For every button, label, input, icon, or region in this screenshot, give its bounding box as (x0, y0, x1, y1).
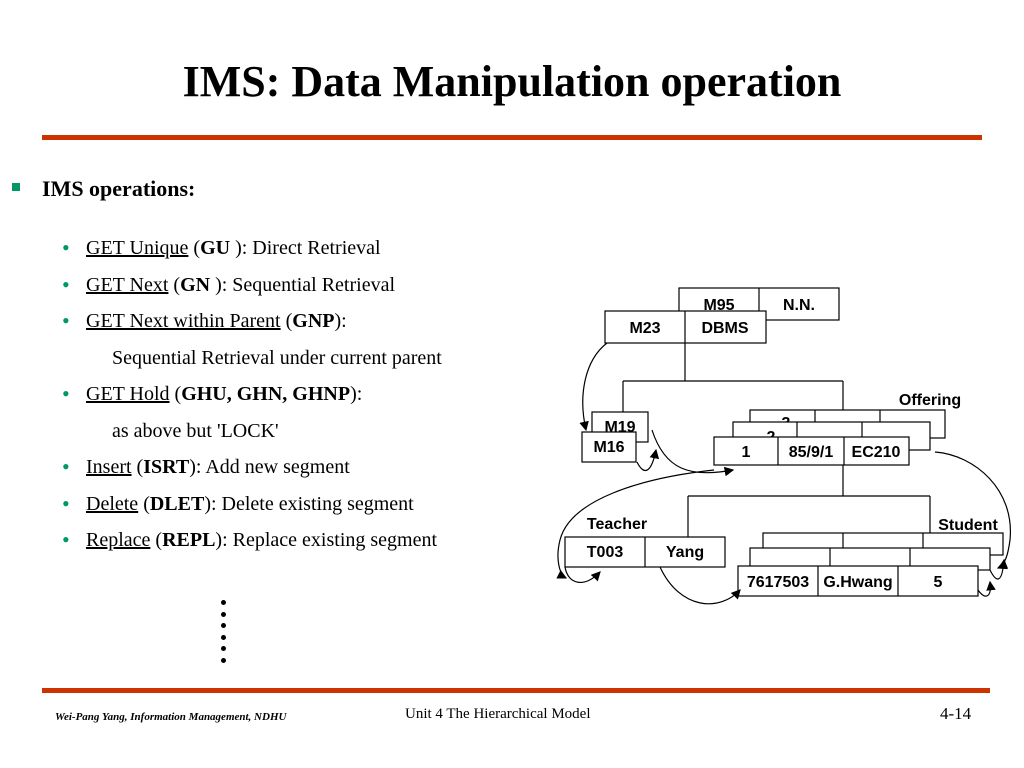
operation-desc: ): Delete existing segment (204, 492, 414, 515)
paren-open: ( (150, 529, 163, 551)
operation-code: REPL (162, 529, 216, 551)
list-item: • GET Next within Parent (GNP): (62, 303, 442, 340)
offering-date: 85/9/1 (789, 444, 834, 461)
operation-desc: ): (350, 383, 363, 405)
paren-open: ( (138, 492, 150, 515)
paren-open: ( (188, 237, 201, 259)
course-back-code: M95 (703, 297, 734, 314)
student-name: G.Hwang (823, 574, 892, 591)
operation-code: DLET (149, 492, 205, 515)
traversal-arrow (636, 448, 660, 472)
offering-number: 1 (742, 444, 751, 461)
operation-name: GET Next (86, 273, 169, 296)
course-front-code: M23 (629, 320, 660, 337)
student-id: 7617503 (747, 574, 809, 591)
offering-record-1 (713, 436, 910, 466)
footer-author: Wei-Pang Yang, Information Management, N… (55, 711, 287, 723)
offering-label: Offering (899, 392, 961, 409)
operation-code: ISRT (143, 456, 190, 478)
bullet-icon: • (62, 527, 70, 552)
operation-name: GET Hold (86, 383, 170, 405)
operation-name: Insert (86, 456, 132, 478)
footer-divider (42, 688, 990, 693)
footer-unit: Unit 4 The Hierarchical Model (405, 706, 591, 722)
traversal-arrow (659, 566, 741, 605)
operation-code: GNP (292, 310, 335, 332)
bullet-icon: • (62, 308, 70, 333)
list-item: • Replace (REPL): Replace existing segmen… (62, 522, 442, 559)
traversal-arrow (579, 342, 608, 432)
traversal-arrow (651, 429, 735, 477)
traversal-arrow (564, 566, 601, 583)
operation-name: GET Next within Parent (86, 310, 281, 332)
list-item: • GET Next (GN ): Sequential Retrieval (62, 267, 442, 304)
teacher-id: T003 (587, 544, 624, 561)
operation-desc: ): Direct Retrieval (230, 237, 381, 259)
paren-open: ( (280, 310, 293, 332)
teacher-label: Teacher (587, 516, 647, 533)
list-item: • Insert (ISRT): Add new segment (62, 449, 442, 486)
prereq-front-code: M16 (593, 439, 624, 456)
list-item-continuation: as above but 'LOCK' (112, 419, 279, 442)
course-front-name: DBMS (701, 320, 748, 337)
square-bullet-icon (12, 183, 20, 191)
slide-title: IMS: Data Manipulation operation (182, 57, 842, 106)
traversal-arrow (977, 580, 996, 597)
operation-name: Delete (86, 492, 139, 515)
operation-name: GET Unique (86, 237, 189, 259)
list-item: • Delete (DLET): Delete existing segment (62, 486, 442, 523)
traversal-arrow (989, 558, 1009, 580)
list-item: • GET Unique (GU ): Direct Retrieval (62, 230, 442, 267)
operations-list: •GET Unique (GU ): Direct Retrieval •GET… (62, 230, 442, 559)
list-item: • GET Hold (GHU, GHN, GHNP): (62, 376, 442, 413)
bullet-icon: • (62, 381, 70, 406)
operation-code: GHU, GHN, GHNP (181, 383, 351, 405)
operation-desc: ): (334, 310, 347, 332)
offering-room: EC210 (852, 444, 901, 461)
bullet-icon: • (62, 454, 70, 479)
paren-open: ( (169, 383, 182, 405)
teacher-name: Yang (666, 544, 704, 561)
traversal-arrow (556, 469, 715, 579)
bullet-icon: • (62, 271, 70, 297)
bullet-icon: • (62, 490, 70, 516)
prereq-front-record (581, 431, 637, 463)
student-label: Student (938, 517, 998, 534)
operation-desc: ): Replace existing segment (215, 529, 438, 551)
title-divider (42, 135, 982, 140)
ellipsis-dots (221, 600, 229, 669)
section-heading: IMS operations: (42, 176, 196, 201)
bullet-icon: • (62, 235, 70, 260)
student-record-front (737, 565, 979, 597)
operation-code: GN (180, 273, 211, 296)
operation-name: Replace (86, 529, 151, 551)
course-back-name: N.N. (783, 297, 815, 314)
page-number: 4-14 (940, 704, 972, 723)
operation-desc: ): Sequential Retrieval (210, 273, 396, 296)
paren-open: ( (131, 456, 144, 478)
list-item-continuation: Sequential Retrieval under current paren… (112, 346, 442, 369)
operation-desc: ): Add new segment (189, 456, 350, 478)
student-grade: 5 (934, 574, 943, 591)
paren-open: ( (168, 273, 181, 296)
operation-code: GU (200, 237, 231, 259)
